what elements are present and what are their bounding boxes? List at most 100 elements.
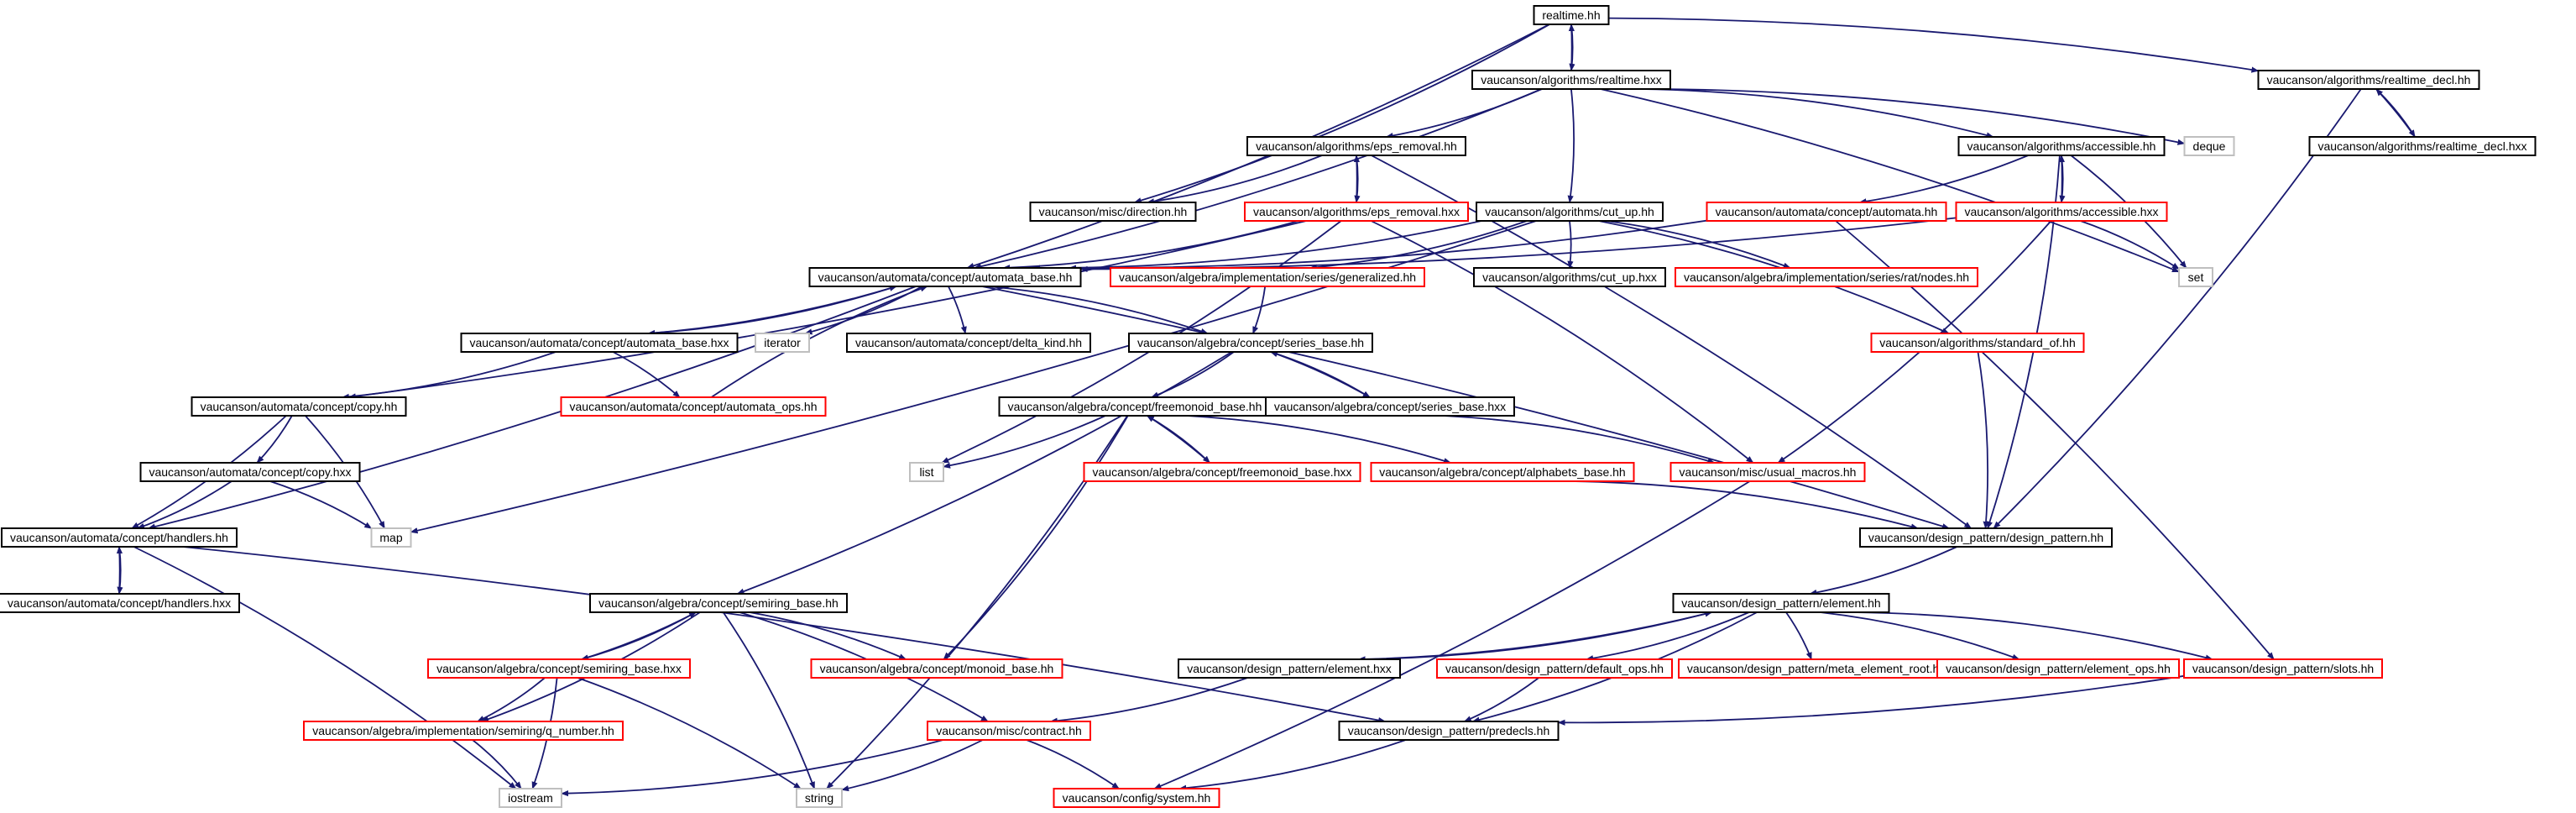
node-alg-eps-removal-hxx[interactable]: vaucanson/algorithms/eps_removal.hxx [1244,202,1469,222]
node-box [427,658,691,679]
node-alg-accessible-hh[interactable]: vaucanson/algorithms/accessible.hh [1957,136,2166,156]
edge-alg-realtime-hxx-to-alg-cut-up-hh [1567,88,1575,203]
edge-dp-element-hh-to-dp-element-hxx [1357,611,1712,663]
node-alg-semiring-base-hh[interactable]: vaucanson/algebra/concept/semiring_base.… [589,593,848,613]
node-alg-series-generalized[interactable]: vaucanson/algebra/implementation/series/… [1110,267,1425,287]
node-aut-delta-kind[interactable]: vaucanson/automata/concept/delta_kind.hh [846,333,1091,353]
node-label: vaucanson/automata/concept/delta_kind.hh [855,336,1082,349]
node-alg-freemonoid-base-hxx[interactable]: vaucanson/algebra/concept/freemonoid_bas… [1083,462,1361,482]
edge-alg-series-base-hh-to-alg-semiring-base-hh [736,351,1232,595]
node-box [2183,136,2235,156]
node-alg-cut-up-hh[interactable]: vaucanson/algorithms/cut_up.hh [1476,202,1664,222]
node-list[interactable]: list [909,462,944,482]
node-realtime-hh[interactable]: realtime.hh [1533,5,1610,25]
node-box [1,527,238,548]
node-box [909,462,944,482]
node-dp-element-hh[interactable]: vaucanson/design_pattern/element.hh [1672,593,1890,613]
node-alg-realtime-decl-hh[interactable]: vaucanson/algorithms/realtime_decl.hh [2257,70,2480,90]
node-box [1083,462,1361,482]
node-aut-handlers-hh[interactable]: vaucanson/automata/concept/handlers.hh [1,527,238,548]
edge-aut-handlers-hh-to-iostream [133,546,517,789]
edge-aut-automata-base-hh-to-aut-delta-kind [948,286,967,334]
node-box [1859,527,2113,548]
node-dp-design-pattern[interactable]: vaucanson/design_pattern/design_pattern.… [1859,527,2113,548]
node-label: vaucanson/design_pattern/slots.hh [2192,662,2374,675]
node-string[interactable]: string [796,788,843,808]
node-label: vaucanson/algorithms/standard_of.hh [1879,336,2075,349]
node-dp-predecls[interactable]: vaucanson/design_pattern/predecls.hh [1338,721,1560,741]
node-alg-q-number[interactable]: vaucanson/algebra/implementation/semirin… [303,721,624,741]
node-alg-eps-removal-hh[interactable]: vaucanson/algorithms/eps_removal.hh [1246,136,1466,156]
edge-alg-realtime-decl-hxx-to-alg-realtime-decl-hh [2375,88,2416,138]
node-aut-handlers-hxx[interactable]: vaucanson/automata/concept/handlers.hxx [0,593,240,613]
node-box [2183,658,2383,679]
node-alg-freemonoid-base-hh[interactable]: vaucanson/algebra/concept/freemonoid_bas… [998,396,1272,417]
node-label: vaucanson/design_pattern/design_pattern.… [1868,531,2103,544]
node-label: vaucanson/automata/concept/handlers.hh [10,531,228,544]
node-dp-element-ops[interactable]: vaucanson/design_pattern/element_ops.hh [1936,658,2180,679]
node-alg-accessible-hxx[interactable]: vaucanson/algorithms/accessible.hxx [1955,202,2168,222]
node-label: vaucanson/config/system.hh [1063,791,1211,805]
node-box [1265,396,1515,417]
edge-alg-q-number-to-iostream [472,739,522,789]
node-alg-realtime-hxx[interactable]: vaucanson/algorithms/realtime.hxx [1471,70,1671,90]
edge-aut-copy-hh-to-aut-copy-hxx [256,415,293,464]
edge-alg-alphabets-base-to-dp-design-pattern [1570,480,1919,530]
edge-aut-copy-hxx-to-aut-handlers-hh [137,480,233,529]
node-set[interactable]: set [2178,267,2213,287]
node-alg-standard-of[interactable]: vaucanson/algorithms/standard_of.hh [1870,333,2085,353]
edge-alg-cut-up-hh-to-alg-series-generalized [1309,220,1528,270]
node-alg-realtime-decl-hxx[interactable]: vaucanson/algorithms/realtime_decl.hxx [2308,136,2537,156]
edge-realtime-hh-to-aut-automata-base-hh [966,24,1550,269]
node-label: vaucanson/design_pattern/predecls.hh [1348,724,1550,737]
node-box [1029,202,1197,222]
node-box [796,788,843,808]
edge-alg-semiring-base-hxx-to-alg-q-number [477,677,546,722]
node-misc-contract[interactable]: vaucanson/misc/contract.hh [927,721,1091,741]
edge-alg-accessible-hxx-to-set [2080,220,2180,270]
node-aut-automata-base-hxx[interactable]: vaucanson/automata/concept/automata_base… [460,333,739,353]
node-dp-slots[interactable]: vaucanson/design_pattern/slots.hh [2183,658,2383,679]
node-dp-default-ops[interactable]: vaucanson/design_pattern/default_ops.hh [1436,658,1673,679]
node-alg-series-base-hxx[interactable]: vaucanson/algebra/concept/series_base.hx… [1265,396,1515,417]
node-dp-element-hxx[interactable]: vaucanson/design_pattern/element.hxx [1178,658,1401,679]
node-aut-copy-hh[interactable]: vaucanson/automata/concept/copy.hh [191,396,407,417]
node-config-system[interactable]: vaucanson/config/system.hh [1053,788,1220,808]
node-misc-usual-macros[interactable]: vaucanson/misc/usual_macros.hh [1669,462,1866,482]
node-label: vaucanson/automata/concept/automata_base… [470,336,729,349]
node-box [2257,70,2480,90]
node-dp-meta-element-root[interactable]: vaucanson/design_pattern/meta_element_ro… [1678,658,1955,679]
node-label: vaucanson/algorithms/cut_up.hxx [1482,270,1657,284]
node-box [810,658,1063,679]
node-misc-direction[interactable]: vaucanson/misc/direction.hh [1029,202,1197,222]
node-box [303,721,624,741]
node-alg-cut-up-hxx[interactable]: vaucanson/algorithms/cut_up.hxx [1473,267,1666,287]
node-aut-automata-base-hh[interactable]: vaucanson/automata/concept/automata_base… [808,267,1082,287]
node-aut-concept-automata-hh[interactable]: vaucanson/automata/concept/automata.hh [1706,202,1947,222]
node-aut-automata-ops[interactable]: vaucanson/automata/concept/automata_ops.… [560,396,827,417]
node-alg-alphabets-base[interactable]: vaucanson/algebra/concept/alphabets_base… [1370,462,1635,482]
node-alg-monoid-base[interactable]: vaucanson/algebra/concept/monoid_base.hh [810,658,1063,679]
node-box [1672,593,1890,613]
node-alg-series-base-hh[interactable]: vaucanson/algebra/concept/series_base.hh [1128,333,1373,353]
node-box [1675,267,1978,287]
edge-alg-eps-removal-hxx-to-aut-automata-base-hh [1002,220,1299,271]
node-deque[interactable]: deque [2183,136,2235,156]
node-box [1370,462,1635,482]
node-alg-series-rat-nodes[interactable]: vaucanson/algebra/implementation/series/… [1675,267,1978,287]
edge-alg-cut-up-hh-to-alg-standard-of [1598,220,1950,334]
edge-alg-realtime-hxx-to-alg-accessible-hh [1639,88,1994,139]
node-iostream[interactable]: iostream [499,788,562,808]
edge-aut-automata-ops-to-aut-automata-base-hh [710,286,928,398]
node-iterator[interactable]: iterator [755,333,810,353]
node-map[interactable]: map [370,527,412,548]
node-label: vaucanson/design_pattern/default_ops.hh [1445,662,1664,675]
node-box [1128,333,1373,353]
edge-alg-series-base-hxx-to-misc-usual-macros [1443,415,1716,464]
node-alg-semiring-base-hxx[interactable]: vaucanson/algebra/concept/semiring_base.… [427,658,691,679]
node-aut-copy-hxx[interactable]: vaucanson/automata/concept/copy.hxx [139,462,361,482]
node-label: vaucanson/algebra/implementation/series/… [1119,270,1416,284]
node-box [191,396,407,417]
node-box [1244,202,1469,222]
node-label: vaucanson/design_pattern/element.hxx [1187,662,1392,675]
